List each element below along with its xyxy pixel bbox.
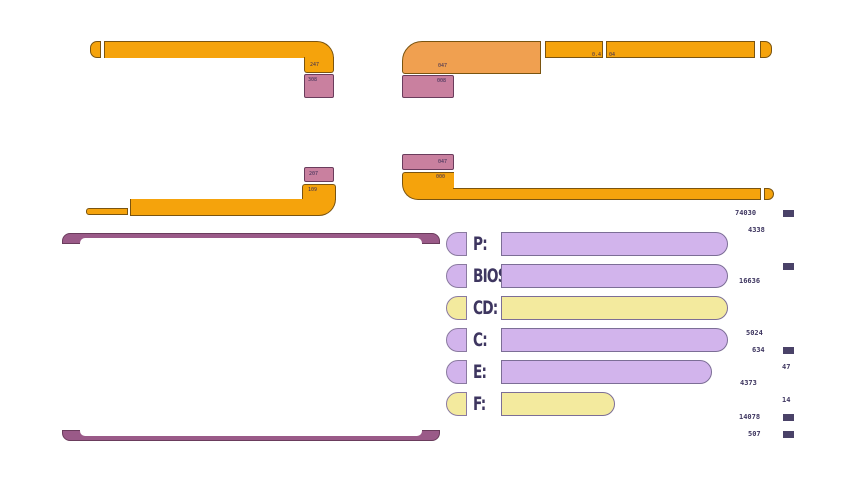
drive-label: F: [473,393,486,415]
drive-usage-bar[interactable] [501,264,728,288]
readout-value: 14078 [739,413,761,421]
top-right-endcap[interactable] [760,41,772,58]
bottom-right-elbow[interactable] [402,172,454,200]
drive-row[interactable]: C: [446,328,736,352]
bottom-right-panel: 047 000 [400,153,778,203]
bottom-right-block[interactable]: 047 [402,154,454,170]
drive-label: BIOS [473,265,508,287]
top-left-block[interactable]: 308 [304,74,334,98]
drive-label: P: [473,233,488,255]
drive-cap [446,392,467,416]
bottom-right-block-code: 047 [438,159,448,165]
drive-usage-bar[interactable] [501,360,712,384]
top-right-panel: 047 0.4 04 008 [400,40,778,100]
bottom-right-endcap[interactable] [764,188,774,200]
top-left-panel: 247 308 [88,40,336,100]
top-right-segment-2[interactable] [606,41,755,58]
drive-cap [446,232,467,256]
readout-value: 16636 [739,277,761,285]
readout-indicator [783,431,794,438]
top-right-segment-1-code: 0.4 [592,52,602,58]
drive-row[interactable]: P: [446,232,736,256]
top-right-block[interactable]: 008 [402,75,454,98]
top-left-block-code: 308 [308,77,318,83]
bottom-left-elbow[interactable]: 109 [86,184,336,216]
bottom-left-elbow-code: 109 [308,187,318,193]
readout-value: 4338 [748,226,765,234]
bottom-left-block[interactable]: 207 [304,167,334,182]
drive-label: CD: [473,297,498,319]
bottom-left-block-code: 207 [309,171,319,177]
top-right-segment-2-code: 04 [609,52,616,58]
readout-indicator [783,347,794,354]
bottom-right-bar[interactable] [453,188,761,200]
drive-usage-bar[interactable] [501,392,615,416]
top-left-elbow[interactable]: 247 [104,41,334,73]
readout-indicator [783,414,794,421]
drive-row[interactable]: BIOS [446,264,736,288]
bottom-right-elbow-code: 000 [436,174,446,180]
readout-value: 47 [782,363,791,371]
readout-value: 507 [748,430,761,438]
top-right-elbow[interactable] [402,41,541,74]
top-left-endcap[interactable] [90,41,101,58]
drive-list: P: BIOS CD: C: E: F: [446,232,736,422]
drive-usage-bar[interactable] [501,232,728,256]
drive-row[interactable]: E: [446,360,736,384]
readout-value: 5024 [746,329,763,337]
top-right-elbow-code: 047 [438,63,448,69]
drive-cap [446,360,467,384]
drive-label: E: [473,361,487,383]
drive-row[interactable]: CD: [446,296,736,320]
top-right-block-code: 008 [437,78,447,84]
readout-value: 74030 [735,209,757,217]
top-left-elbow-code: 247 [310,62,320,68]
readout-indicator [783,210,794,217]
display-area[interactable] [62,246,440,430]
readout-value: 634 [752,346,765,354]
top-right-segment-1[interactable] [545,41,603,58]
display-frame [62,233,440,443]
readout-value: 14 [782,396,791,404]
drive-cap [446,296,467,320]
drive-usage-bar[interactable] [501,296,728,320]
drive-row[interactable]: F: [446,392,736,416]
drive-usage-bar[interactable] [501,328,728,352]
bottom-left-panel: 207 109 [86,165,338,218]
drive-cap [446,328,467,352]
readout-indicator [783,263,794,270]
readout-value: 4373 [740,379,757,387]
readout-column: 74030 4338 16636 5024 634 47 4373 14 140… [730,206,800,446]
drive-cap [446,264,467,288]
drive-label: C: [473,329,488,351]
